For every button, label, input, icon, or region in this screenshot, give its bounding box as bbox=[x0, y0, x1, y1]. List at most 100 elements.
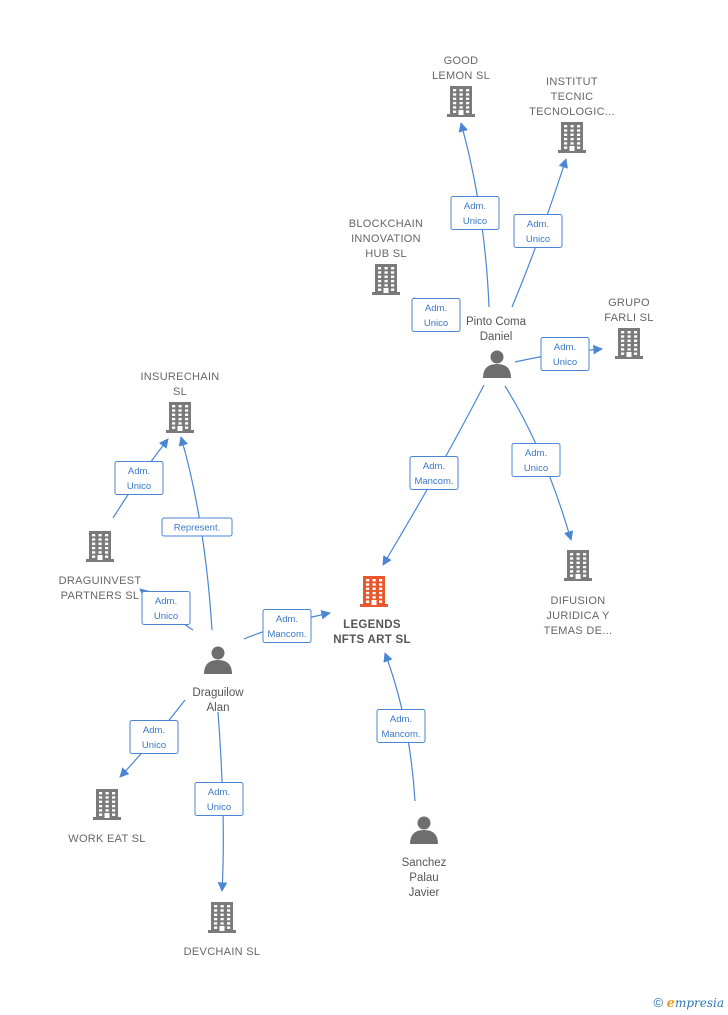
edge-label-line: Unico bbox=[154, 611, 178, 622]
node-label-line: FARLI SL bbox=[604, 312, 653, 324]
edge-label-pinto-blockchain[interactable]: Adm. Unico bbox=[411, 298, 461, 332]
edge-label-draguilow-draguinvest[interactable]: Adm.Unico bbox=[141, 591, 191, 625]
edge-label-box[interactable] bbox=[114, 461, 164, 495]
node-label-line: SL bbox=[173, 386, 187, 398]
building-icon-institut[interactable] bbox=[558, 122, 586, 153]
node-label-line: Pinto Coma bbox=[466, 316, 527, 328]
node-label-line: Draguilow bbox=[192, 687, 244, 699]
building-icon-good[interactable] bbox=[447, 86, 475, 117]
company-label-insure: INSURECHAIN SL bbox=[140, 371, 219, 398]
company-label-good: GOOD LEMON SL bbox=[432, 55, 490, 82]
edge-label-pinto-institut[interactable]: Adm.Unico bbox=[513, 214, 563, 248]
building-icon-farli[interactable] bbox=[615, 328, 643, 359]
node-label-line: DIFUSION bbox=[551, 595, 606, 607]
edge-label-line: Adm. bbox=[525, 448, 547, 459]
edge-label-pinto-good[interactable]: Adm. Unico bbox=[450, 196, 500, 230]
edge-label-draguilow-legends[interactable]: Adm. Mancom. bbox=[262, 609, 312, 643]
edge-label-line: Unico bbox=[424, 318, 448, 329]
node-label-line: INNOVATION bbox=[351, 233, 421, 245]
footer-brand: © empresia bbox=[653, 995, 724, 1011]
edge-label-box[interactable] bbox=[411, 298, 461, 332]
node-label-line: HUB SL bbox=[365, 248, 407, 260]
company-label-difusion: DIFUSION JURIDICA Y TEMAS DE... bbox=[544, 595, 613, 637]
node-label-line: TECNIC bbox=[551, 91, 594, 103]
edge-label-line: Adm. bbox=[425, 303, 447, 314]
edge-label-line: Unico bbox=[463, 216, 487, 227]
building-icon-blockchain[interactable] bbox=[372, 264, 400, 295]
edge-label-box[interactable] bbox=[262, 609, 312, 643]
edge-label-line: Adm. bbox=[423, 461, 445, 472]
node-label-line: Daniel bbox=[480, 331, 513, 343]
node-label-line: PARTNERS SL bbox=[61, 590, 140, 602]
building-icon-devchain[interactable] bbox=[208, 902, 236, 933]
edge-label-line: Represent. bbox=[174, 523, 220, 534]
edge-label-draguilow-devchain[interactable]: Adm.Unico bbox=[194, 782, 244, 816]
edge-label-box[interactable] bbox=[511, 443, 561, 477]
edge-label-pinto-difusion[interactable]: Adm. Unico bbox=[511, 443, 561, 477]
node-label-line: TEMAS DE... bbox=[544, 625, 613, 637]
building-icon-draguinvest[interactable] bbox=[86, 531, 114, 562]
edge-label-box[interactable] bbox=[129, 720, 179, 754]
node-label-line: INSURECHAIN bbox=[140, 371, 219, 383]
node-label-line: GRUPO bbox=[608, 297, 650, 309]
building-icon-insure[interactable] bbox=[166, 402, 194, 433]
edge-label-line: Unico bbox=[127, 481, 151, 492]
edge-label-line: Unico bbox=[207, 802, 231, 813]
company-label-farli: GRUPO FARLI SL bbox=[604, 297, 653, 324]
node-label-line: LEGENDS bbox=[343, 619, 401, 631]
node-label-line: NFTS ART SL bbox=[333, 634, 411, 646]
edge-label-line: Adm. bbox=[143, 725, 165, 736]
edge-label-box[interactable] bbox=[513, 214, 563, 248]
building-icon-workeat[interactable] bbox=[93, 789, 121, 820]
edge-label-sanchez-legends[interactable]: Adm.Mancom. bbox=[376, 709, 426, 743]
edge-label-box[interactable] bbox=[141, 591, 191, 625]
nodes-layer: GOOD LEMON SL INSTITUT TECNIC TECNOLOGIC... B… bbox=[59, 55, 654, 958]
node-label-line: INSTITUT bbox=[546, 76, 598, 88]
edge-label-line: Unico bbox=[553, 357, 577, 368]
person-icon-sanchez[interactable] bbox=[410, 816, 438, 845]
edge-label-box[interactable] bbox=[450, 196, 500, 230]
edge-label-draguinvest-insure[interactable]: Adm. Unico bbox=[114, 461, 164, 495]
edge-label-line: Mancom. bbox=[267, 629, 306, 640]
building-icon-legends[interactable] bbox=[360, 576, 388, 607]
company-label-workeat: WORK EAT SL bbox=[68, 833, 145, 845]
node-label-line: BLOCKCHAIN bbox=[349, 218, 424, 230]
edge-label-line: Adm. bbox=[464, 201, 486, 212]
edge-label-line: Unico bbox=[524, 463, 548, 474]
edge-label-box[interactable] bbox=[409, 456, 459, 490]
edge-label-line: Adm. bbox=[128, 466, 150, 477]
node-label-line: DRAGUINVEST bbox=[59, 575, 142, 587]
node-label-line: DEVCHAIN SL bbox=[184, 946, 261, 958]
person-icon-pinto[interactable] bbox=[483, 350, 511, 379]
company-label-legends: LEGENDS NFTS ART SL bbox=[333, 619, 411, 646]
node-label-line: Javier bbox=[409, 887, 440, 899]
node-label-line: JURIDICA Y bbox=[546, 610, 610, 622]
edge-label-box[interactable] bbox=[194, 782, 244, 816]
node-label-line: Alan bbox=[206, 702, 229, 714]
person-icon-draguilow[interactable] bbox=[204, 646, 232, 675]
node-label-line: Palau bbox=[409, 872, 438, 884]
edge-label-pinto-legends[interactable]: Adm.Mancom. bbox=[409, 456, 459, 490]
edge-label-box[interactable] bbox=[161, 517, 233, 537]
edge-label-draguilow-workeat[interactable]: Adm.Unico bbox=[129, 720, 179, 754]
building-icon-difusion[interactable] bbox=[564, 550, 592, 581]
node-label-line: GOOD bbox=[444, 55, 479, 67]
edge-label-line: Adm. bbox=[527, 219, 549, 230]
edge-label-box[interactable] bbox=[376, 709, 426, 743]
edge-label-pinto-farli[interactable]: Adm.Unico bbox=[540, 337, 590, 371]
edge-label-line: Mancom. bbox=[381, 729, 420, 740]
brand-initial: e bbox=[666, 996, 675, 1011]
company-label-institut: INSTITUT TECNIC TECNOLOGIC... bbox=[529, 76, 615, 118]
edge-label-draguilow-insure[interactable]: Represent. bbox=[161, 517, 233, 537]
node-label-line: LEMON SL bbox=[432, 70, 490, 82]
node-label-line: TECNOLOGIC... bbox=[529, 106, 615, 118]
edge-label-box[interactable] bbox=[540, 337, 590, 371]
company-label-blockchain: BLOCKCHAIN INNOVATION HUB SL bbox=[349, 218, 424, 260]
edge-label-line: Adm. bbox=[276, 614, 298, 625]
company-label-draguinvest: DRAGUINVEST PARTNERS SL bbox=[59, 575, 142, 602]
